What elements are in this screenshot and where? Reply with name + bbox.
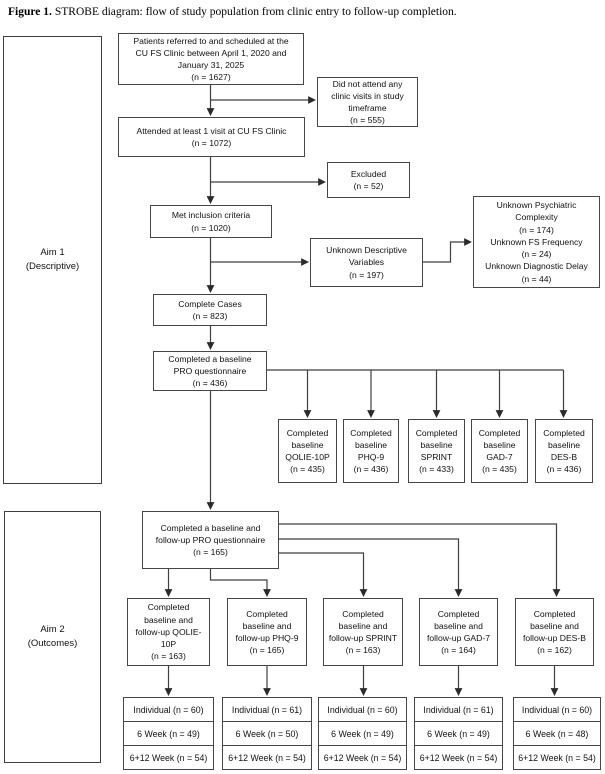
- box-baseline-phq9: Completed baseline PHQ-9 (n = 436): [343, 419, 399, 483]
- box-referred: Patients referred to and scheduled at th…: [118, 33, 304, 85]
- outcome-row-6-12week: 6+12 Week (n = 54): [223, 745, 311, 769]
- figure-caption: Figure 1.STROBE diagram: flow of study p…: [8, 6, 600, 18]
- outcome-table-gad7: Individual (n = 61) 6 Week (n = 49) 6+12…: [414, 697, 503, 770]
- aim2-label-box: Aim 2 (Outcomes): [4, 511, 101, 763]
- box-baseline-desb: Completed baseline DES-B (n = 436): [535, 419, 593, 483]
- box-met-inclusion: Met inclusion criteria (n = 1020): [150, 205, 272, 238]
- box-followup-qolie10p: Completed baseline and follow-up QOLIE- …: [127, 598, 210, 666]
- outcome-row-individual: Individual (n = 61): [423, 704, 494, 715]
- box-followup-pro: Completed a baseline and follow-up PRO q…: [142, 511, 279, 569]
- figure-caption-label: Figure 1.: [8, 6, 52, 18]
- outcome-row-6week: 6 Week (n = 50): [223, 721, 311, 745]
- box-followup-sprint: Completed baseline and follow-up SPRINT …: [323, 598, 403, 666]
- box-attended: Attended at least 1 visit at CU FS Clini…: [118, 117, 305, 157]
- aim1-label-box: Aim 1 (Descriptive): [3, 36, 102, 484]
- box-unknown-breakdown: Unknown Psychiatric Complexity (n = 174)…: [473, 196, 600, 288]
- box-followup-phq9: Completed baseline and follow-up PHQ-9 (…: [227, 598, 307, 666]
- figure-caption-text: STROBE diagram: flow of study population…: [54, 6, 457, 18]
- box-baseline-sprint: Completed baseline SPRINT (n = 433): [408, 419, 465, 483]
- box-complete-cases: Complete Cases (n = 823): [153, 294, 267, 326]
- box-followup-gad7: Completed baseline and follow-up GAD-7 (…: [419, 598, 498, 666]
- outcome-table-phq9: Individual (n = 61) 6 Week (n = 50) 6+12…: [222, 697, 312, 770]
- outcome-table-desb: Individual (n = 60) 6 Week (n = 48) 6+12…: [513, 697, 601, 770]
- outcome-row-6-12week: 6+12 Week (n = 54): [415, 745, 502, 769]
- outcome-row-6-12week: 6+12 Week (n = 54): [514, 745, 600, 769]
- outcome-table-sprint: Individual (n = 60) 6 Week (n = 49) 6+12…: [318, 697, 407, 770]
- outcome-row-6-12week: 6+12 Week (n = 54): [319, 745, 406, 769]
- outcome-row-individual: Individual (n = 61): [231, 704, 303, 715]
- box-excluded: Excluded (n = 52): [327, 162, 410, 198]
- outcome-row-individual: Individual (n = 60): [521, 704, 593, 715]
- outcome-row-individual: Individual (n = 60): [133, 704, 204, 715]
- box-baseline-gad7: Completed baseline GAD-7 (n = 435): [471, 419, 528, 483]
- box-followup-desb: Completed baseline and follow-up DES-B (…: [515, 598, 594, 666]
- box-unknown-descriptive: Unknown Descriptive Variables (n = 197): [310, 238, 423, 287]
- outcome-row-6week: 6 Week (n = 48): [514, 721, 600, 745]
- outcome-row-individual: Individual (n = 60): [327, 704, 398, 715]
- box-baseline-qolie10p: Completed baseline QOLIE-10P (n = 435): [278, 419, 337, 483]
- outcome-table-qolie10p: Individual (n = 60) 6 Week (n = 49) 6+12…: [123, 697, 214, 770]
- outcome-row-6-12week: 6+12 Week (n = 54): [124, 745, 213, 769]
- outcome-row-6week: 6 Week (n = 49): [415, 721, 502, 745]
- outcome-row-6week: 6 Week (n = 49): [319, 721, 406, 745]
- box-baseline-pro: Completed a baseline PRO questionnaire (…: [153, 351, 267, 391]
- outcome-row-6week: 6 Week (n = 49): [124, 721, 213, 745]
- box-did-not-attend: Did not attend any clinic visits in stud…: [317, 77, 418, 127]
